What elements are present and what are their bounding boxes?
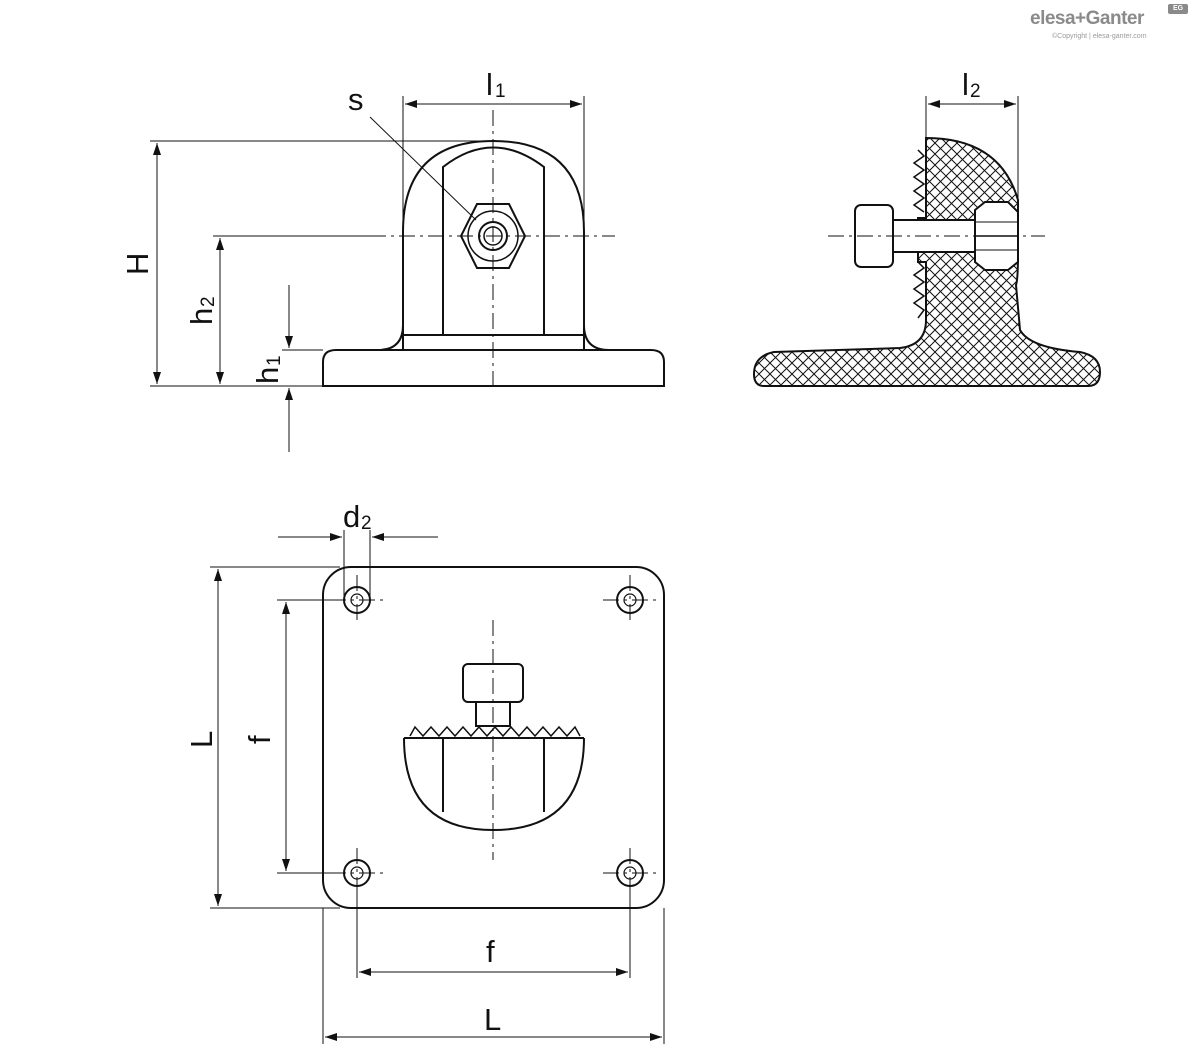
- label-s: s: [348, 82, 364, 117]
- label-f-vertical: f: [242, 735, 277, 744]
- front-base-plate: [322, 349, 665, 387]
- label-h1-sub: 1: [264, 355, 285, 366]
- label-H: H: [120, 253, 155, 275]
- logo-copyright: ©Copyright | elesa-ganter.com: [1052, 33, 1147, 40]
- logo-badge: EG: [1168, 4, 1188, 14]
- label-d2-sub: 2: [361, 513, 372, 534]
- top-centerlines: [330, 575, 658, 898]
- side-bolt-shank: [892, 219, 976, 253]
- dimension-labels: s l 1 l 2 H h 2 h 1 d 2 L f f L: [120, 67, 981, 1037]
- front-centerlines: [370, 110, 615, 392]
- label-l2: l: [962, 67, 969, 102]
- label-h2-sub: 2: [198, 296, 219, 307]
- top-serration: [409, 725, 581, 738]
- label-h1: h: [250, 367, 285, 384]
- side-section-body: [752, 136, 1102, 387]
- top-half-disk: [403, 737, 585, 832]
- label-L-horizontal: L: [484, 1002, 501, 1037]
- label-h2: h: [184, 308, 219, 325]
- logo-brand-text: elesa+Ganter: [1030, 8, 1144, 29]
- side-section-view: [752, 136, 1102, 387]
- label-d2: d: [343, 499, 360, 534]
- label-L-vertical: L: [184, 731, 219, 748]
- dimension-lines: [150, 96, 1019, 1044]
- elesa-ganter-logo: elesa+Ganter EG ©Copyright | elesa-gante…: [1030, 4, 1195, 44]
- label-l1: l: [486, 67, 493, 102]
- top-base-plate: [322, 566, 665, 909]
- side-serration: [912, 149, 926, 319]
- label-l1-sub: 1: [495, 81, 506, 102]
- label-l2-sub: 2: [970, 81, 981, 102]
- label-f-horizontal: f: [486, 934, 495, 969]
